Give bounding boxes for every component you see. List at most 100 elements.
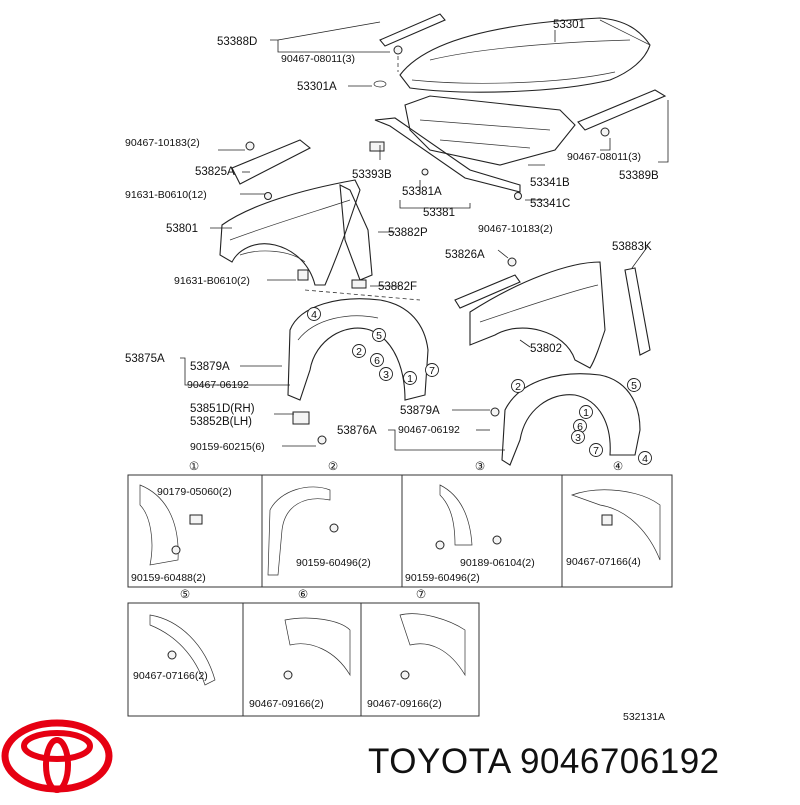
dash-line	[304, 289, 421, 301]
mudguard-bracket-icon	[292, 411, 310, 425]
label-53393B: 53393B	[352, 169, 392, 181]
label-90467-06192-b: 90467-06192	[398, 424, 460, 436]
clip-icon	[393, 45, 403, 55]
svg-text:90159-60496(2): 90159-60496(2)	[296, 557, 371, 569]
hood-front-seal	[374, 117, 521, 193]
callout-1-r: 1	[579, 405, 593, 419]
svg-text:①: ①	[189, 461, 199, 473]
label-53851D: 53851D(RH)	[190, 403, 255, 415]
label-91631-B0610-12: 91631-B0610(12)	[125, 189, 207, 201]
clip-icon	[421, 168, 429, 176]
label-53389B: 53389B	[619, 170, 659, 182]
callout-5: 5	[372, 328, 386, 342]
label-90467-10183-a: 90467-10183(2)	[125, 137, 200, 149]
label-53825A: 53825A	[195, 166, 235, 178]
label-53876A: 53876A	[337, 425, 377, 437]
svg-text:1: 1	[583, 407, 589, 419]
label-53381A: 53381A	[402, 186, 442, 198]
callout-1: 1	[403, 371, 417, 385]
label-53802: 53802	[530, 343, 562, 355]
label-53852B: 53852B(LH)	[190, 416, 252, 428]
front-fender-left	[219, 179, 361, 286]
hood-seal-right	[577, 89, 667, 131]
label-91631-B0610-2: 91631-B0610(2)	[174, 275, 250, 287]
brand-caption: TOYOTA 9046706192	[368, 742, 720, 782]
callout-3: 3	[379, 367, 393, 381]
bolt-icon	[264, 192, 272, 200]
screw-icon	[317, 435, 327, 445]
bolt-icon	[297, 269, 309, 281]
brand-name: TOYOTA	[368, 742, 510, 781]
label-53381: 53381	[423, 207, 455, 219]
label-90467-06192-a: 90467-06192	[187, 379, 249, 391]
hood-stopper-icon	[369, 141, 385, 152]
callout-2-r: 2	[511, 379, 525, 393]
clip-icon	[507, 257, 517, 267]
detail-box-4: ④ 90467-07166(4)	[561, 461, 673, 588]
hood-seal-left	[379, 13, 446, 47]
svg-text:2: 2	[356, 346, 362, 358]
diagram-code: 532131A	[623, 711, 665, 723]
callout-5-r: 5	[627, 378, 641, 392]
svg-text:6: 6	[374, 355, 380, 367]
svg-text:90159-60496(2): 90159-60496(2)	[405, 572, 480, 584]
detail-box-2: ② 90159-60496(2)	[261, 461, 403, 588]
fender-seal-right	[624, 267, 651, 356]
svg-text:2: 2	[515, 381, 521, 393]
svg-text:90467-07166(2): 90467-07166(2)	[133, 670, 208, 682]
detail-box-7: ⑦ 90467-09166(2)	[360, 589, 480, 717]
svg-text:③: ③	[475, 461, 485, 473]
svg-text:④: ④	[613, 461, 623, 473]
label-53882F: 53882F	[378, 281, 417, 293]
svg-text:5: 5	[376, 330, 382, 342]
svg-text:7: 7	[429, 365, 435, 377]
label-90467-10183-b: 90467-10183(2)	[478, 223, 553, 235]
svg-text:3: 3	[383, 369, 389, 381]
fender-seal-left	[339, 184, 373, 281]
label-53826A: 53826A	[445, 249, 485, 261]
clip-icon	[490, 407, 500, 417]
svg-text:90467-09166(2): 90467-09166(2)	[367, 698, 442, 710]
svg-text:⑦: ⑦	[416, 589, 426, 601]
label-90159-60215: 90159-60215(6)	[190, 441, 265, 453]
bumper-cushion-icon	[373, 80, 387, 88]
detail-box-6: ⑥ 90467-09166(2)	[242, 589, 362, 717]
svg-text:5: 5	[631, 380, 637, 392]
detail-box-3: ③ 90189-06104(2) 90159-60496(2)	[401, 461, 563, 588]
label-53801: 53801	[166, 223, 198, 235]
label-90467-08011-b: 90467-08011(3)	[567, 151, 641, 163]
label-53388D: 53388D	[217, 36, 257, 48]
label-53875A: 53875A	[125, 353, 165, 365]
liner-callouts: 4 5 2 6 3 7 1 2 5 1 6 3 7 4	[307, 307, 652, 465]
clip-icon	[600, 127, 610, 137]
fender-seal-pad-icon	[351, 279, 367, 289]
svg-text:7: 7	[593, 445, 599, 457]
svg-text:3: 3	[575, 432, 581, 444]
label-53301: 53301	[553, 19, 585, 31]
label-53341C: 53341C	[530, 198, 570, 210]
callout-6: 6	[370, 353, 384, 367]
label-53882P: 53882P	[388, 227, 428, 239]
clip-icon	[245, 141, 255, 151]
fender-liner-left	[287, 298, 429, 401]
toyota-logo	[1, 719, 113, 793]
label-53883K: 53883K	[612, 241, 652, 253]
svg-text:6: 6	[577, 421, 583, 433]
svg-text:4: 4	[311, 309, 317, 321]
label-90467-08011-a: 90467-08011(3)	[281, 53, 355, 65]
hood-insulator	[404, 95, 576, 166]
callout-3-r: 3	[571, 430, 585, 444]
svg-text:90467-09166(2): 90467-09166(2)	[249, 698, 324, 710]
label-53879A-a: 53879A	[190, 361, 230, 373]
svg-text:90189-06104(2): 90189-06104(2)	[460, 557, 535, 569]
callout-4: 4	[307, 307, 321, 321]
svg-text:90179-05060(2): 90179-05060(2)	[157, 486, 232, 498]
svg-text:⑤: ⑤	[180, 589, 190, 601]
part-number: 9046706192	[519, 742, 720, 781]
svg-text:90467-07166(4): 90467-07166(4)	[566, 556, 641, 568]
callout-7-r: 7	[589, 443, 603, 457]
detail-box-5: ⑤ 90467-07166(2)	[127, 589, 244, 717]
svg-text:⑥: ⑥	[298, 589, 308, 601]
